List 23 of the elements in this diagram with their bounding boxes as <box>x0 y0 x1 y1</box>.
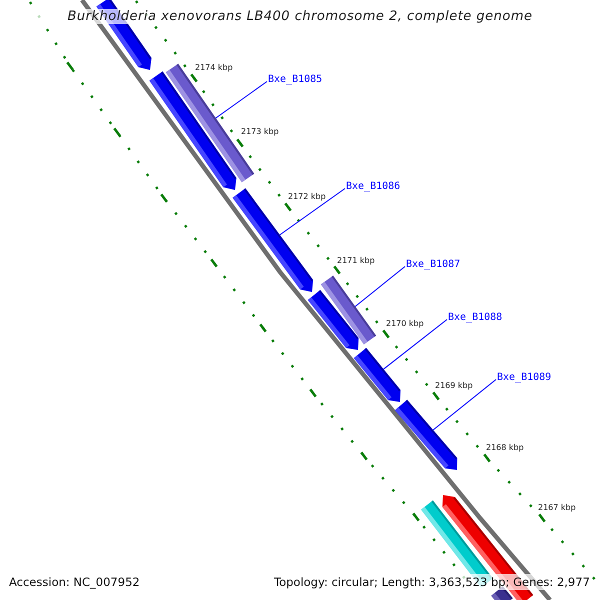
tick-label: 2173 kbp <box>241 126 279 136</box>
tick-label: 2172 kbp <box>288 192 326 200</box>
tick-label: 2169 kbp <box>435 380 473 390</box>
footer-text: Accession: NC_007952 <box>8 574 141 590</box>
gene-feature <box>232 188 314 292</box>
leader-line <box>432 379 496 430</box>
gene-feature <box>394 400 458 470</box>
gene-label: Bxe_B1089 <box>497 372 552 382</box>
tick-label: 2174 kbp <box>195 62 233 72</box>
leader-line <box>383 319 448 370</box>
gene-feature <box>308 290 359 350</box>
gene-label: Bxe_B1087 <box>406 258 460 270</box>
tick-label: 2170 kbp <box>386 318 424 328</box>
gene-label: Bxe_B1085 <box>268 74 322 84</box>
gene-label: Bxe_B1086 <box>346 180 400 192</box>
gene-label: Bxe_B1088 <box>448 312 502 322</box>
tick-label: 2171 kbp <box>337 256 375 264</box>
gene-feature <box>354 348 400 402</box>
leader-line <box>279 188 346 236</box>
leader-line <box>215 81 268 119</box>
footer-text: Topology: circular; Length: 3,363,523 bp; Genes: 2,977 <box>273 574 591 590</box>
tick-label: 2168 kbp <box>486 442 524 452</box>
leader-line <box>354 266 406 307</box>
